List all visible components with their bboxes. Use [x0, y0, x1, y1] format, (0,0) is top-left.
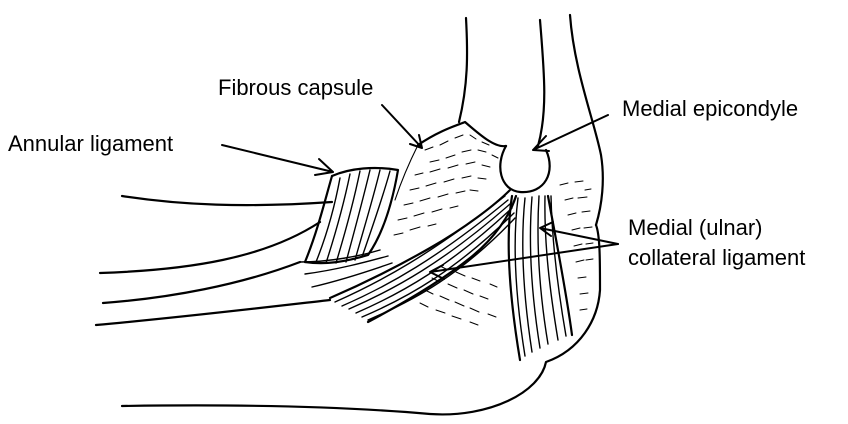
label-annular-ligament: Annular ligament [8, 131, 173, 156]
fibrous-capsule [394, 122, 506, 235]
arrow-fibrous-capsule [382, 105, 422, 148]
humerus-outline [459, 15, 603, 225]
label-fibrous-capsule: Fibrous capsule [218, 75, 373, 100]
label-medial-epicondyle: Medial epicondyle [622, 96, 798, 121]
labels: Fibrous capsule Medial epicondyle Annula… [8, 75, 805, 270]
label-medial-collateral-line1: Medial (ulnar) [628, 215, 763, 240]
radius-outline [100, 196, 332, 273]
label-medial-collateral-line2: collateral ligament [628, 245, 805, 270]
arrow-annular-ligament [222, 145, 333, 175]
annular-ligament [305, 168, 398, 263]
